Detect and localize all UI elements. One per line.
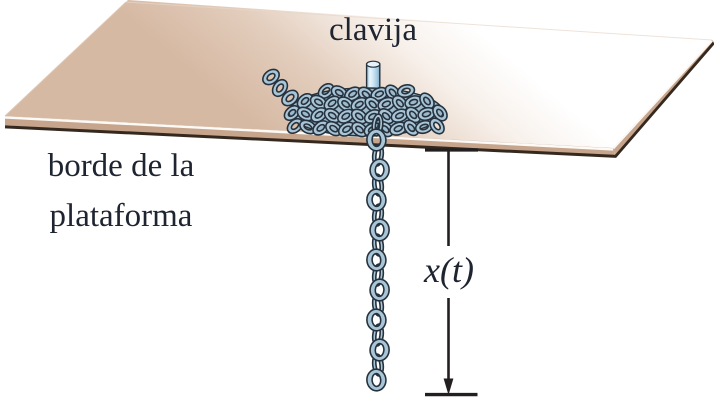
chain-link — [396, 84, 416, 98]
chain-link — [369, 278, 390, 302]
platform-edge-label: borde de la plataforma — [10, 141, 232, 241]
chain-link — [281, 89, 299, 107]
hanging-chain — [366, 113, 390, 392]
chain-link — [369, 158, 390, 182]
chain-link — [366, 308, 387, 332]
chain-link — [309, 94, 328, 110]
chain-link — [312, 120, 330, 136]
chain-link — [429, 117, 445, 135]
platform-back-edge — [125, 1, 713, 41]
chain-link — [405, 106, 422, 124]
chain-coil — [262, 68, 448, 138]
platform-edge-label-line1: borde de la — [47, 148, 195, 184]
chain-link — [366, 368, 387, 392]
chain-link — [369, 218, 390, 242]
chain-link — [296, 93, 314, 109]
platform-left-edge — [4, 1, 127, 117]
distance-label: x(t) — [424, 250, 474, 290]
peg-top — [366, 60, 381, 68]
platform-edge-label-line2: plataforma — [49, 198, 193, 234]
platform-right-side — [613, 40, 714, 157]
chain-link — [366, 188, 387, 212]
chain-link — [283, 105, 301, 121]
chain-link — [366, 128, 387, 152]
dimension-indicator — [425, 148, 478, 397]
platform-top-surface — [5, 0, 712, 148]
chain-link — [403, 119, 420, 137]
platform — [4, 0, 714, 158]
chain-link — [366, 248, 387, 272]
chain-link — [317, 83, 335, 99]
peg-label: clavija — [329, 12, 417, 48]
chain-link — [262, 68, 280, 86]
chain-link — [271, 78, 289, 98]
dimension-arrowhead — [443, 378, 454, 395]
chain-link — [369, 338, 390, 362]
platform-right-highlight — [612, 40, 713, 150]
platform-front-outline — [4, 125, 617, 158]
platform-right-outline — [614, 41, 714, 158]
chain-link — [286, 118, 304, 134]
chain-link — [432, 104, 448, 122]
